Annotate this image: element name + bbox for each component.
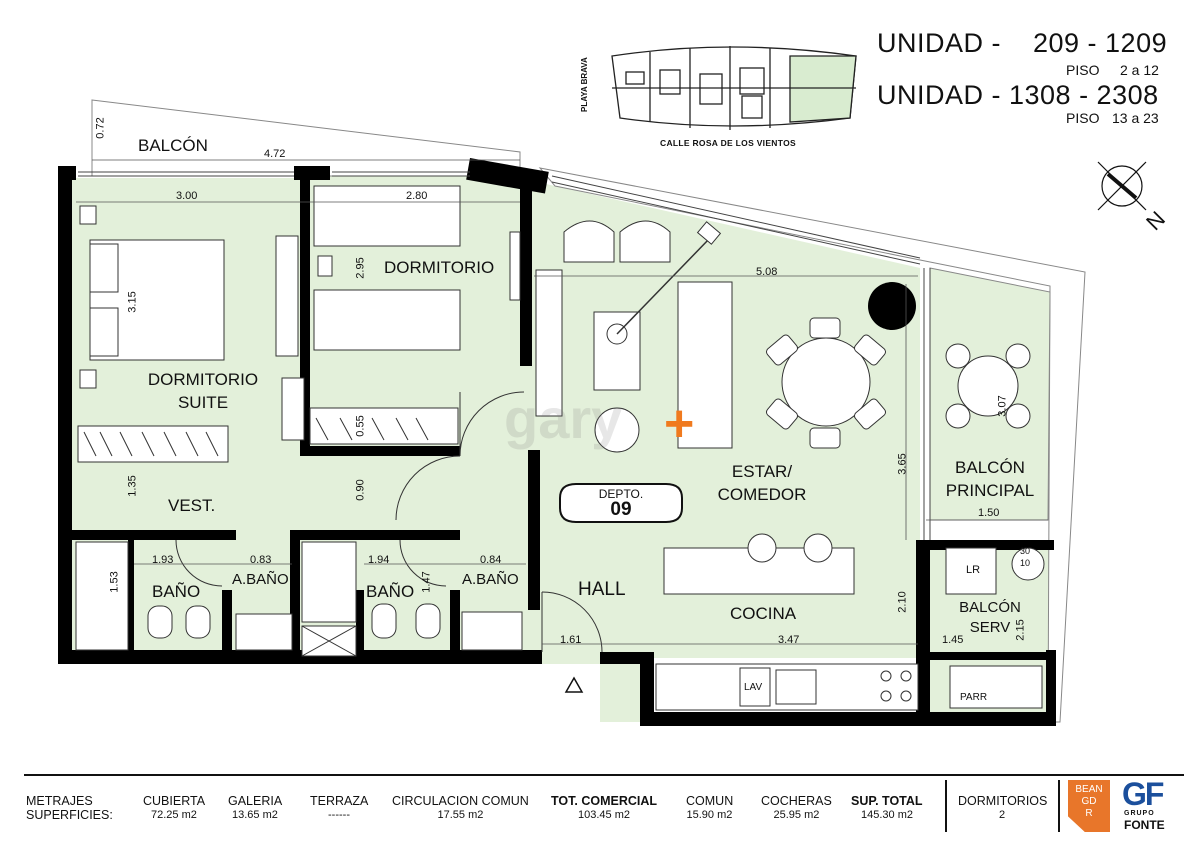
floor-2-label: PISO [1066, 110, 1100, 126]
legend-rule [24, 774, 1184, 776]
unit-1-label: UNIDAD - [877, 28, 1001, 58]
room-hall: HALL [578, 579, 626, 600]
legend-col-value: 145.30 m2 [861, 809, 913, 821]
legend-title-1: METRAJES [26, 794, 93, 808]
unit-2-label: UNIDAD - 1308 - 2308 [877, 80, 1159, 110]
dim-4-72: 4.72 [264, 148, 286, 160]
room-dormitorio: DORMITORIO [384, 258, 495, 277]
dim-1-94: 1.94 [368, 554, 390, 566]
label-parr: PARR [960, 692, 988, 703]
unit-1-range: 209 - 1209 [1033, 28, 1168, 58]
floor-1-range: 2 a 12 [1120, 62, 1159, 78]
dim-1-50: 1.50 [978, 507, 1000, 519]
dim-3-47: 3.47 [778, 634, 800, 646]
room-bano-2: BAÑO [366, 582, 415, 601]
legend-col-head: TERRAZA [310, 794, 369, 808]
legend-col-value: 17.55 m2 [437, 809, 484, 821]
dim-1-53: 1.53 [108, 571, 121, 593]
dim-1-35: 1.35 [126, 475, 139, 497]
bean-logo-line-1: BEAN [1075, 784, 1103, 795]
dim-1-45: 1.45 [942, 634, 964, 646]
dim-2-15: 2.15 [1014, 619, 1027, 641]
floor-1-label: PISO [1066, 62, 1100, 78]
dim-1-93: 1.93 [152, 554, 174, 566]
legend-col-head: CUBIERTA [143, 794, 206, 808]
gf-logo-sub-1: GRUPO [1124, 810, 1155, 817]
dim-2-80: 2.80 [406, 190, 428, 202]
dim-0-55: 0.55 [354, 415, 367, 437]
depto-label: DEPTO. [598, 487, 644, 501]
gf-logo-sub-2: FONTE [1124, 818, 1165, 832]
room-balcon-serv-2: SERV [969, 619, 1011, 636]
legend-col-value: 72.25 m2 [151, 809, 197, 821]
watermark-text: gary [504, 387, 623, 450]
dim-1-61: 1.61 [560, 634, 582, 646]
legend-col-head: COMUN [686, 794, 734, 808]
dim-0-83: 0.83 [250, 554, 272, 566]
room-comedor: COMEDOR [717, 485, 807, 504]
room-balcon-serv-1: BALCÓN [959, 599, 1021, 616]
room-bano-1: BAÑO [152, 582, 201, 601]
watermark-plus-icon: + [664, 395, 695, 453]
legend-col-head: SUP. TOTAL [851, 794, 923, 808]
room-cocina: COCINA [730, 604, 797, 623]
legend-dorm-value: 2 [999, 809, 1006, 821]
legend-dorm-head: DORMITORIOS [958, 794, 1048, 808]
label-tank-10: 10 [1020, 558, 1031, 568]
dim-1-47: 1.47 [420, 571, 433, 593]
legend-title-2: SUPERFICIES: [26, 808, 113, 822]
legend-col-value: 25.95 m2 [773, 809, 820, 821]
dim-3-65: 3.65 [896, 453, 909, 475]
gf-logo: GF [1122, 776, 1164, 812]
legend-divider-2 [1058, 780, 1060, 832]
bean-logo-line-3: R [1085, 808, 1093, 819]
keyplan-street: CALLE ROSA DE LOS VIENTOS [660, 138, 796, 148]
dim-3-00: 3.00 [176, 190, 198, 202]
legend-col-head: GALERIA [228, 794, 283, 808]
label-lr: LR [966, 564, 981, 576]
dim-0-72: 0.72 [94, 117, 107, 139]
dim-0-90: 0.90 [354, 479, 367, 501]
dim-3-15: 3.15 [126, 291, 139, 313]
room-estar: ESTAR/ [731, 462, 793, 481]
room-a-bano-1: A.BAÑO [232, 571, 289, 588]
floor-2-range: 13 a 23 [1112, 110, 1159, 126]
dim-5-08: 5.08 [756, 266, 778, 278]
dim-2-95: 2.95 [354, 257, 367, 279]
depto-number: 09 [610, 499, 632, 520]
depto-badge [559, 483, 683, 523]
legend-col-head: TOT. COMERCIAL [551, 794, 658, 808]
room-dormitorio-suite-1: DORMITORIO [147, 370, 259, 389]
label-tank-30: 30 [1020, 546, 1031, 556]
room-vest: VEST. [168, 496, 216, 515]
legend-col-head: COCHERAS [761, 794, 832, 808]
dim-2-10: 2.10 [896, 591, 909, 613]
room-dormitorio-suite-2: SUITE [177, 393, 229, 412]
room-balcon-principal-2: PRINCIPAL [945, 481, 1035, 500]
legend-col-value: 13.65 m2 [232, 809, 278, 821]
dim-3-07: 3.07 [996, 395, 1009, 417]
legend-divider [945, 780, 947, 832]
bean-logo-line-2: GD [1081, 796, 1097, 807]
dim-0-84: 0.84 [480, 554, 502, 566]
room-a-bano-2: A.BAÑO [462, 571, 519, 588]
legend-col-value: ------ [328, 809, 350, 821]
legend-col-value: 15.90 m2 [686, 809, 733, 821]
label-lav: LAV [744, 682, 763, 693]
room-balcon-principal-1: BALCÓN [955, 458, 1025, 477]
legend-col-value: 103.45 m2 [578, 809, 630, 821]
legend-col-head: CIRCULACION COMUN [392, 794, 529, 808]
room-balcon: BALCÓN [138, 136, 208, 155]
